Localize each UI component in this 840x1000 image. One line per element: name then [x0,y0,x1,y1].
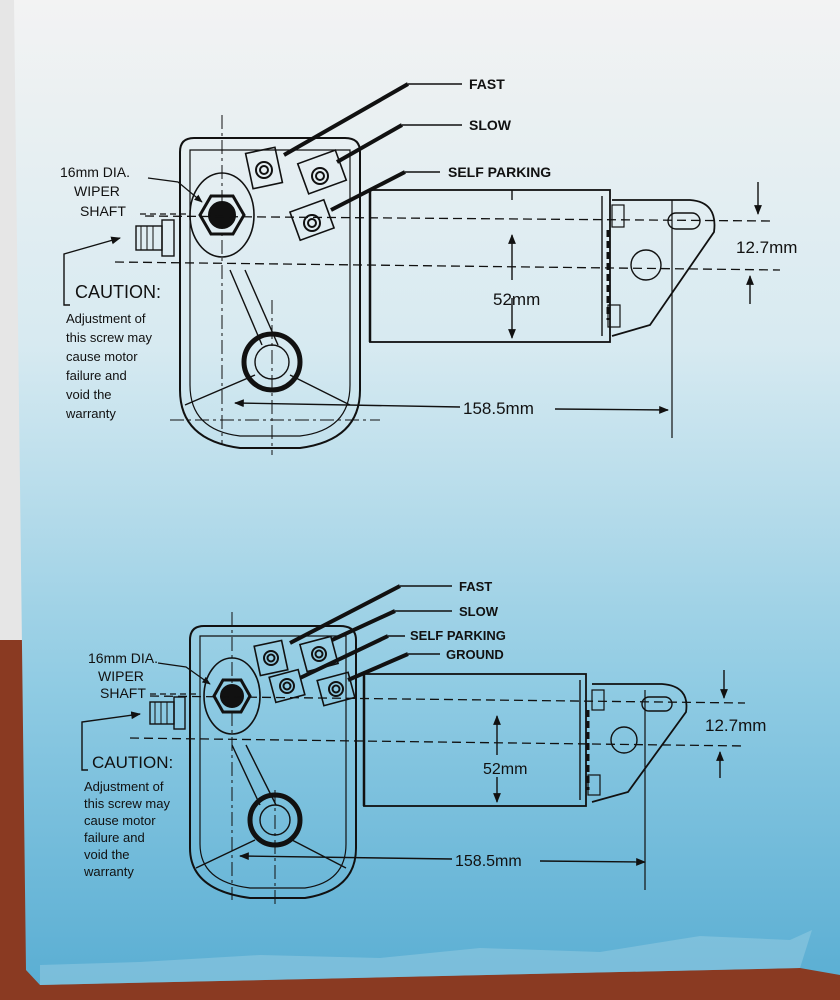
label-fast: FAST [459,579,492,594]
length-dimension: 158.5mm [455,853,522,870]
length-dimension: 158.5mm [463,399,534,418]
caution-line-3: cause motor [66,349,138,364]
terminal-ground-lower [316,671,356,707]
shaft-label-line3: SHAFT [80,203,126,219]
upper-motor-diagram [63,82,781,455]
terminal-fast-upper [244,146,284,190]
caution-line-5: void the [66,387,112,402]
box-bottom-edge [40,930,812,985]
caution-line-4: failure and [84,830,145,845]
label-slow: SLOW [469,117,512,133]
shaft-label-line1: 16mm DIA. [60,164,130,180]
offset-dimension: 12.7mm [736,238,797,257]
label-ground: GROUND [446,647,504,662]
shaft-label-line1: 16mm DIA. [88,650,158,666]
shaft-label-line3: SHAFT [100,685,146,701]
caution-line-2: this screw may [84,796,170,811]
caution-line-4: failure and [66,368,127,383]
caution-line-6: warranty [65,406,116,421]
terminal-self-parking-upper [288,198,336,242]
diameter-dimension: 52mm [493,290,540,309]
label-fast: FAST [469,76,505,92]
label-self-parking: SELF PARKING [448,164,551,180]
upper-labels: FAST SLOW SELF PARKING 16mm DIA. WIPER S… [60,76,797,421]
terminal-self-parking-lower [268,668,306,704]
lower-motor-diagram [81,584,746,905]
offset-dimension: 12.7mm [705,716,766,735]
caution-line-1: Adjustment of [66,311,146,326]
diameter-dimension: 52mm [483,761,527,778]
shaft-label-line2: WIPER [74,183,120,199]
terminal-slow-upper [296,149,348,195]
caution-line-5: void the [84,847,130,862]
caution-line-6: warranty [83,864,134,879]
label-self-parking: SELF PARKING [410,628,506,643]
lower-labels: FAST SLOW SELF PARKING GROUND 16mm DIA. … [83,579,766,879]
caution-line-1: Adjustment of [84,779,164,794]
caution-title: CAUTION: [75,282,161,302]
caution-line-3: cause motor [84,813,156,828]
label-slow: SLOW [459,604,499,619]
terminal-fast-lower [253,639,289,677]
shaft-label-line2: WIPER [98,668,144,684]
caution-title: CAUTION: [92,753,173,772]
caution-line-2: this screw may [66,330,152,345]
